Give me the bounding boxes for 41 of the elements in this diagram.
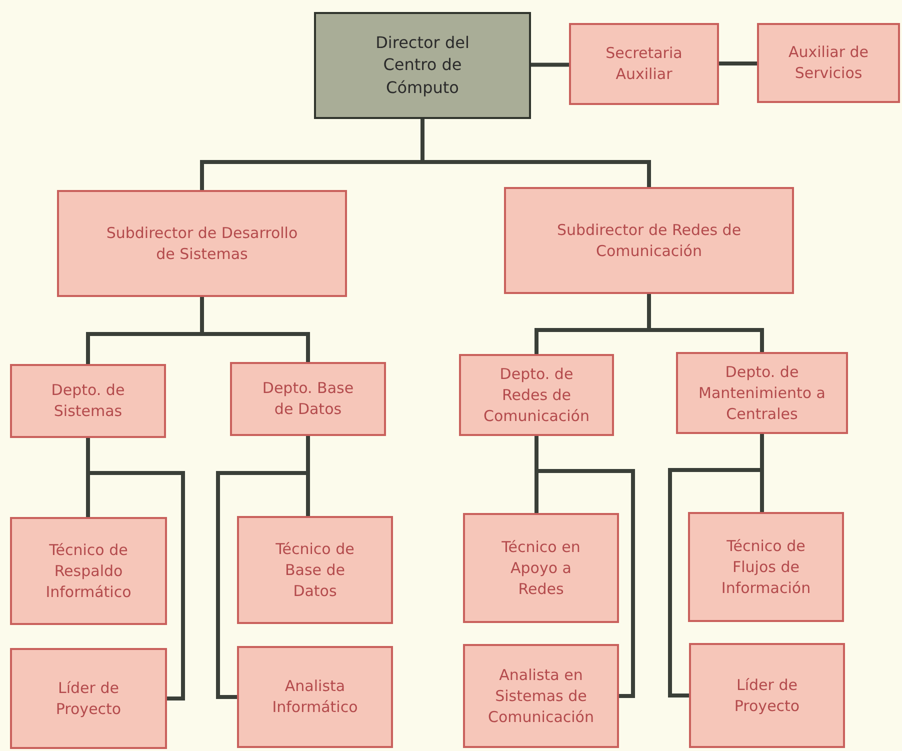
position-box: [237, 646, 393, 748]
position-box: [10, 517, 167, 625]
connector-line: [531, 62, 569, 67]
position-title: Depto. de Sistemas: [50, 380, 126, 422]
position-box: [676, 352, 848, 434]
position-title: Analista Informático: [271, 676, 359, 718]
position-title: Depto. de Redes de Comunicación: [482, 364, 590, 426]
connector-line: [534, 436, 635, 698]
position-title: Analista en Sistemas de Comunicación: [487, 664, 595, 728]
position-box: [689, 643, 845, 748]
position-box: [57, 190, 347, 297]
connector-line: [719, 62, 757, 66]
connector-line: [420, 119, 651, 187]
position-title: Secretaria Auxiliar: [604, 43, 684, 85]
position-title: Técnico de Respaldo Informático: [44, 540, 132, 602]
position-title: Subdirector de Redes de Comunicación: [556, 220, 742, 262]
position-title: Líder de Proyecto: [733, 674, 801, 716]
position-box: [237, 516, 393, 624]
position-title: Técnico de Base de Datos: [275, 538, 355, 602]
position-title: Depto. Base de Datos: [261, 378, 355, 420]
position-title: Técnico en Apoyo a Redes: [500, 536, 582, 600]
position-title: Depto. de Mantenimiento a Centrales: [698, 362, 826, 424]
position-box: [230, 362, 386, 436]
position-box: [757, 23, 900, 103]
connector-line: [668, 434, 764, 698]
connector-line: [216, 436, 310, 699]
position-title: Auxiliar de Servicios: [787, 42, 870, 84]
position-title: Líder de Proyecto: [54, 678, 122, 720]
position-box: [569, 23, 719, 105]
position-box: [504, 187, 794, 294]
position-box: [459, 354, 614, 436]
position-box: [10, 648, 167, 749]
position-title: Director del Centro de Cómputo: [374, 32, 470, 99]
position-box: [463, 513, 619, 623]
position-box: [463, 644, 619, 748]
position-box: [688, 512, 844, 622]
position-title: Subdirector de Desarrollo de Sistemas: [105, 222, 299, 264]
connector-line: [86, 438, 185, 700]
director-box: [314, 12, 531, 119]
position-box: [10, 364, 166, 438]
position-title: Técnico de Flujos de Información: [720, 536, 812, 598]
